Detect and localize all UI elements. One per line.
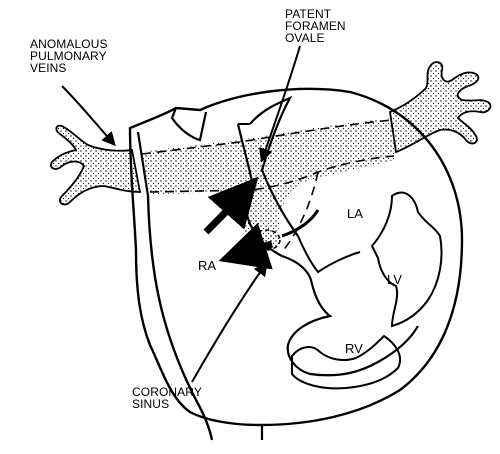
arrow-foramen bbox=[203, 176, 259, 235]
ivc-wall-left bbox=[146, 195, 214, 441]
right-ventricle-inner bbox=[291, 334, 402, 390]
label-ra: RA bbox=[198, 258, 217, 273]
leader-coronary bbox=[191, 261, 268, 383]
arrow-coronary bbox=[218, 222, 274, 270]
label-coronary-sinus: CORONARY SINUS bbox=[132, 386, 202, 410]
label-coronary-line-2: SINUS bbox=[132, 397, 170, 411]
label-foramen-line-2: FORAMEN bbox=[285, 19, 346, 33]
label-lv: LV bbox=[387, 272, 402, 287]
label-anomalous-veins: ANOMALOUS PULMONARY VEINS bbox=[30, 38, 108, 74]
left-pulmonary-veins bbox=[50, 124, 142, 206]
label-patent-foramen: PATENT FORAMEN OVALE bbox=[285, 8, 346, 44]
label-anomalous-line-1: ANOMALOUS bbox=[30, 37, 108, 51]
svc-top bbox=[170, 107, 208, 142]
label-rv: RV bbox=[345, 341, 363, 356]
heart-outer-wall bbox=[128, 87, 464, 427]
septum-flap bbox=[249, 95, 299, 237]
leader-foramen bbox=[259, 45, 301, 163]
label-anomalous-line-3: VEINS bbox=[30, 61, 67, 75]
ventricular-septum bbox=[281, 254, 419, 377]
svc-wall-left bbox=[136, 131, 150, 197]
right-pulmonary-veins bbox=[389, 61, 492, 154]
leader-anomalous bbox=[61, 85, 116, 147]
label-coronary-line-1: CORONARY bbox=[132, 385, 202, 399]
label-foramen-line-3: OVALE bbox=[285, 31, 325, 45]
left-ventricle-inner bbox=[370, 191, 443, 328]
label-la: LA bbox=[347, 206, 363, 221]
label-foramen-line-1: PATENT bbox=[285, 7, 332, 21]
label-anomalous-line-2: PULMONARY bbox=[30, 49, 107, 63]
